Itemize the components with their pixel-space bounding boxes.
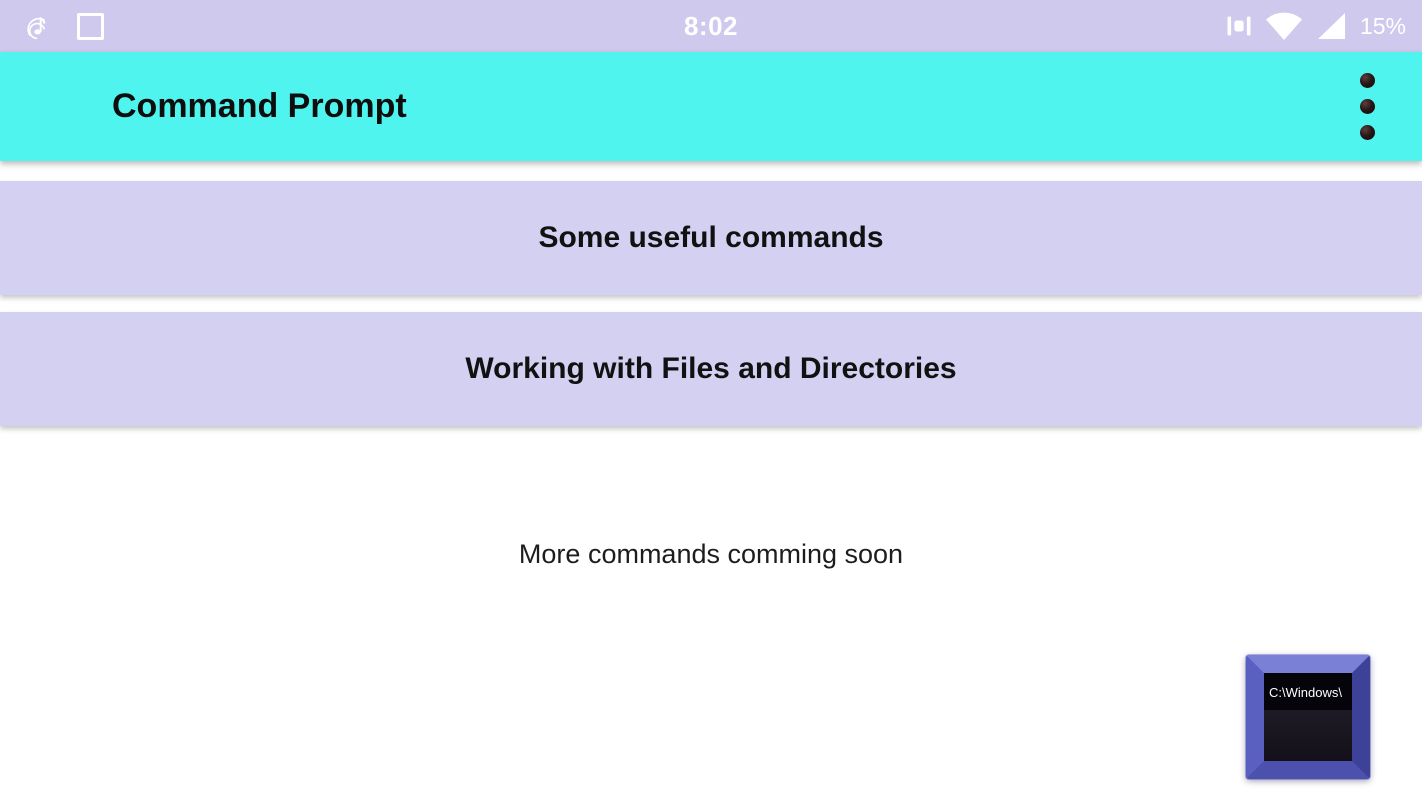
status-bar-right-icons: 15% — [1226, 10, 1422, 42]
command-prompt-logo-text: C:\Windows\ — [1269, 685, 1342, 700]
wifi-icon — [1264, 10, 1304, 42]
page-title: Command Prompt — [112, 87, 407, 125]
overflow-menu-icon — [1359, 99, 1375, 114]
screenshot-square-icon — [77, 12, 104, 40]
command-prompt-logo: C:\Windows\ — [1246, 655, 1370, 779]
overflow-menu-button[interactable] — [1345, 52, 1389, 161]
status-bar: 8:02 15% — [0, 0, 1422, 52]
some-useful-commands-button[interactable]: Some useful commands — [0, 181, 1422, 295]
battery-percent-label: 15% — [1359, 12, 1406, 39]
overflow-menu-icon — [1359, 125, 1375, 140]
status-bar-clock: 8:02 — [683, 10, 739, 41]
cellular-icon — [1316, 11, 1348, 41]
overflow-menu-icon — [1359, 73, 1375, 88]
working-with-files-button[interactable]: Working with Files and Directories — [0, 312, 1422, 426]
status-bar-left-icons — [0, 11, 104, 42]
coming-soon-message: More commands comming soon — [518, 539, 904, 569]
command-prompt-logo-screen: C:\Windows\ — [1264, 673, 1352, 761]
app-bar: Command Prompt — [0, 52, 1422, 161]
music-note-icon — [24, 11, 55, 42]
vibrate-icon — [1226, 13, 1252, 39]
